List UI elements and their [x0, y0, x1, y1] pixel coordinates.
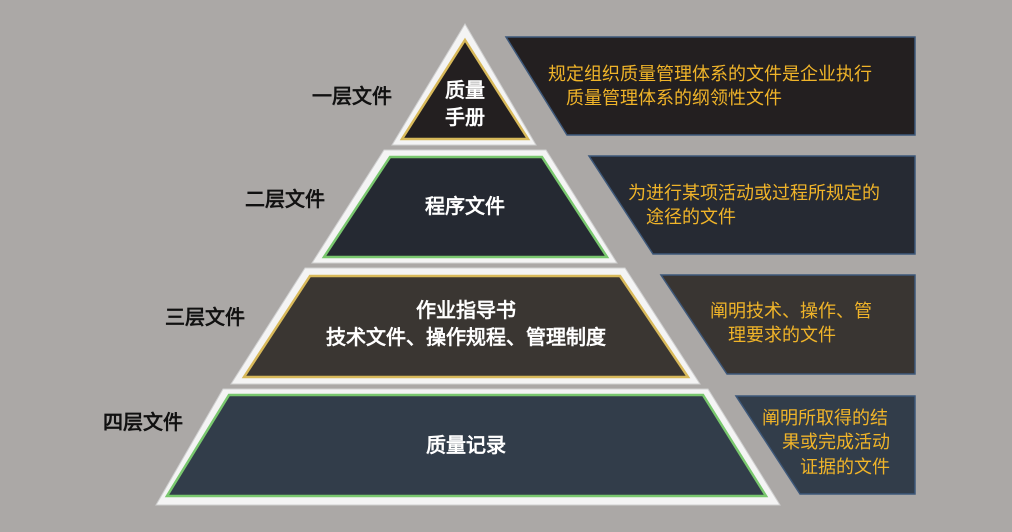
tier-3-title: 作业指导书 技术文件、操作规程、管理制度 [300, 297, 632, 351]
tier-3-description-line2: 理要求的文件 [728, 325, 836, 347]
tier-2-description-line2: 途径的文件 [646, 207, 736, 229]
tier-2-title-line1: 程序文件 [425, 194, 505, 218]
tier-2-level-label: 二层文件 [245, 187, 325, 211]
tier-3-level-label: 三层文件 [165, 305, 245, 329]
tier-4-description-line1: 阐明所取得的结 [762, 408, 888, 429]
tier-3-shape [241, 274, 691, 379]
tier-1-title-line1: 质量 [445, 78, 485, 102]
tier-3-description-line1: 阐明技术、操作、管 [710, 301, 872, 322]
tier-1-description-line1: 规定组织质量管理体系的文件是企业执行 [548, 64, 872, 85]
tier-2-description-line1: 为进行某项活动或过程所规定的 [628, 183, 880, 204]
tier-1-shape [399, 37, 531, 141]
tier-1-title: 质量 手册 [415, 77, 515, 131]
tier-4-title: 质量记录 [366, 432, 566, 459]
desc-box-3 [659, 274, 916, 375]
tier-1-description: 规定组织质量管理体系的文件是企业执行 质量管理体系的纲领性文件 [548, 63, 872, 112]
tier-2-shape [321, 155, 610, 259]
desc-box-1 [504, 36, 916, 136]
tier-4-description-line2: 果或完成活动 [782, 432, 890, 454]
tier-4-description-line3: 证据的文件 [800, 456, 890, 478]
tier-1-title-line2: 手册 [445, 105, 485, 129]
tier-3-title-line2: 技术文件、操作规程、管理制度 [326, 325, 606, 349]
tier-2-title: 程序文件 [365, 193, 565, 220]
tier-3-description: 阐明技术、操作、管 理要求的文件 [710, 300, 872, 349]
tier-2-description: 为进行某项活动或过程所规定的 途径的文件 [628, 182, 880, 231]
tier-3-title-line1: 作业指导书 [416, 298, 516, 322]
desc-box-2 [587, 155, 916, 255]
tier-4-description: 阐明所取得的结 果或完成活动 证据的文件 [762, 407, 890, 480]
tier-4-level-label: 四层文件 [103, 410, 183, 434]
tier-4-shape [164, 393, 769, 498]
tier-1-description-line2: 质量管理体系的纲领性文件 [566, 88, 782, 110]
tier-4-title-line1: 质量记录 [426, 433, 506, 457]
desc-box-4 [734, 395, 916, 495]
tier-1-level-label: 一层文件 [312, 84, 392, 108]
